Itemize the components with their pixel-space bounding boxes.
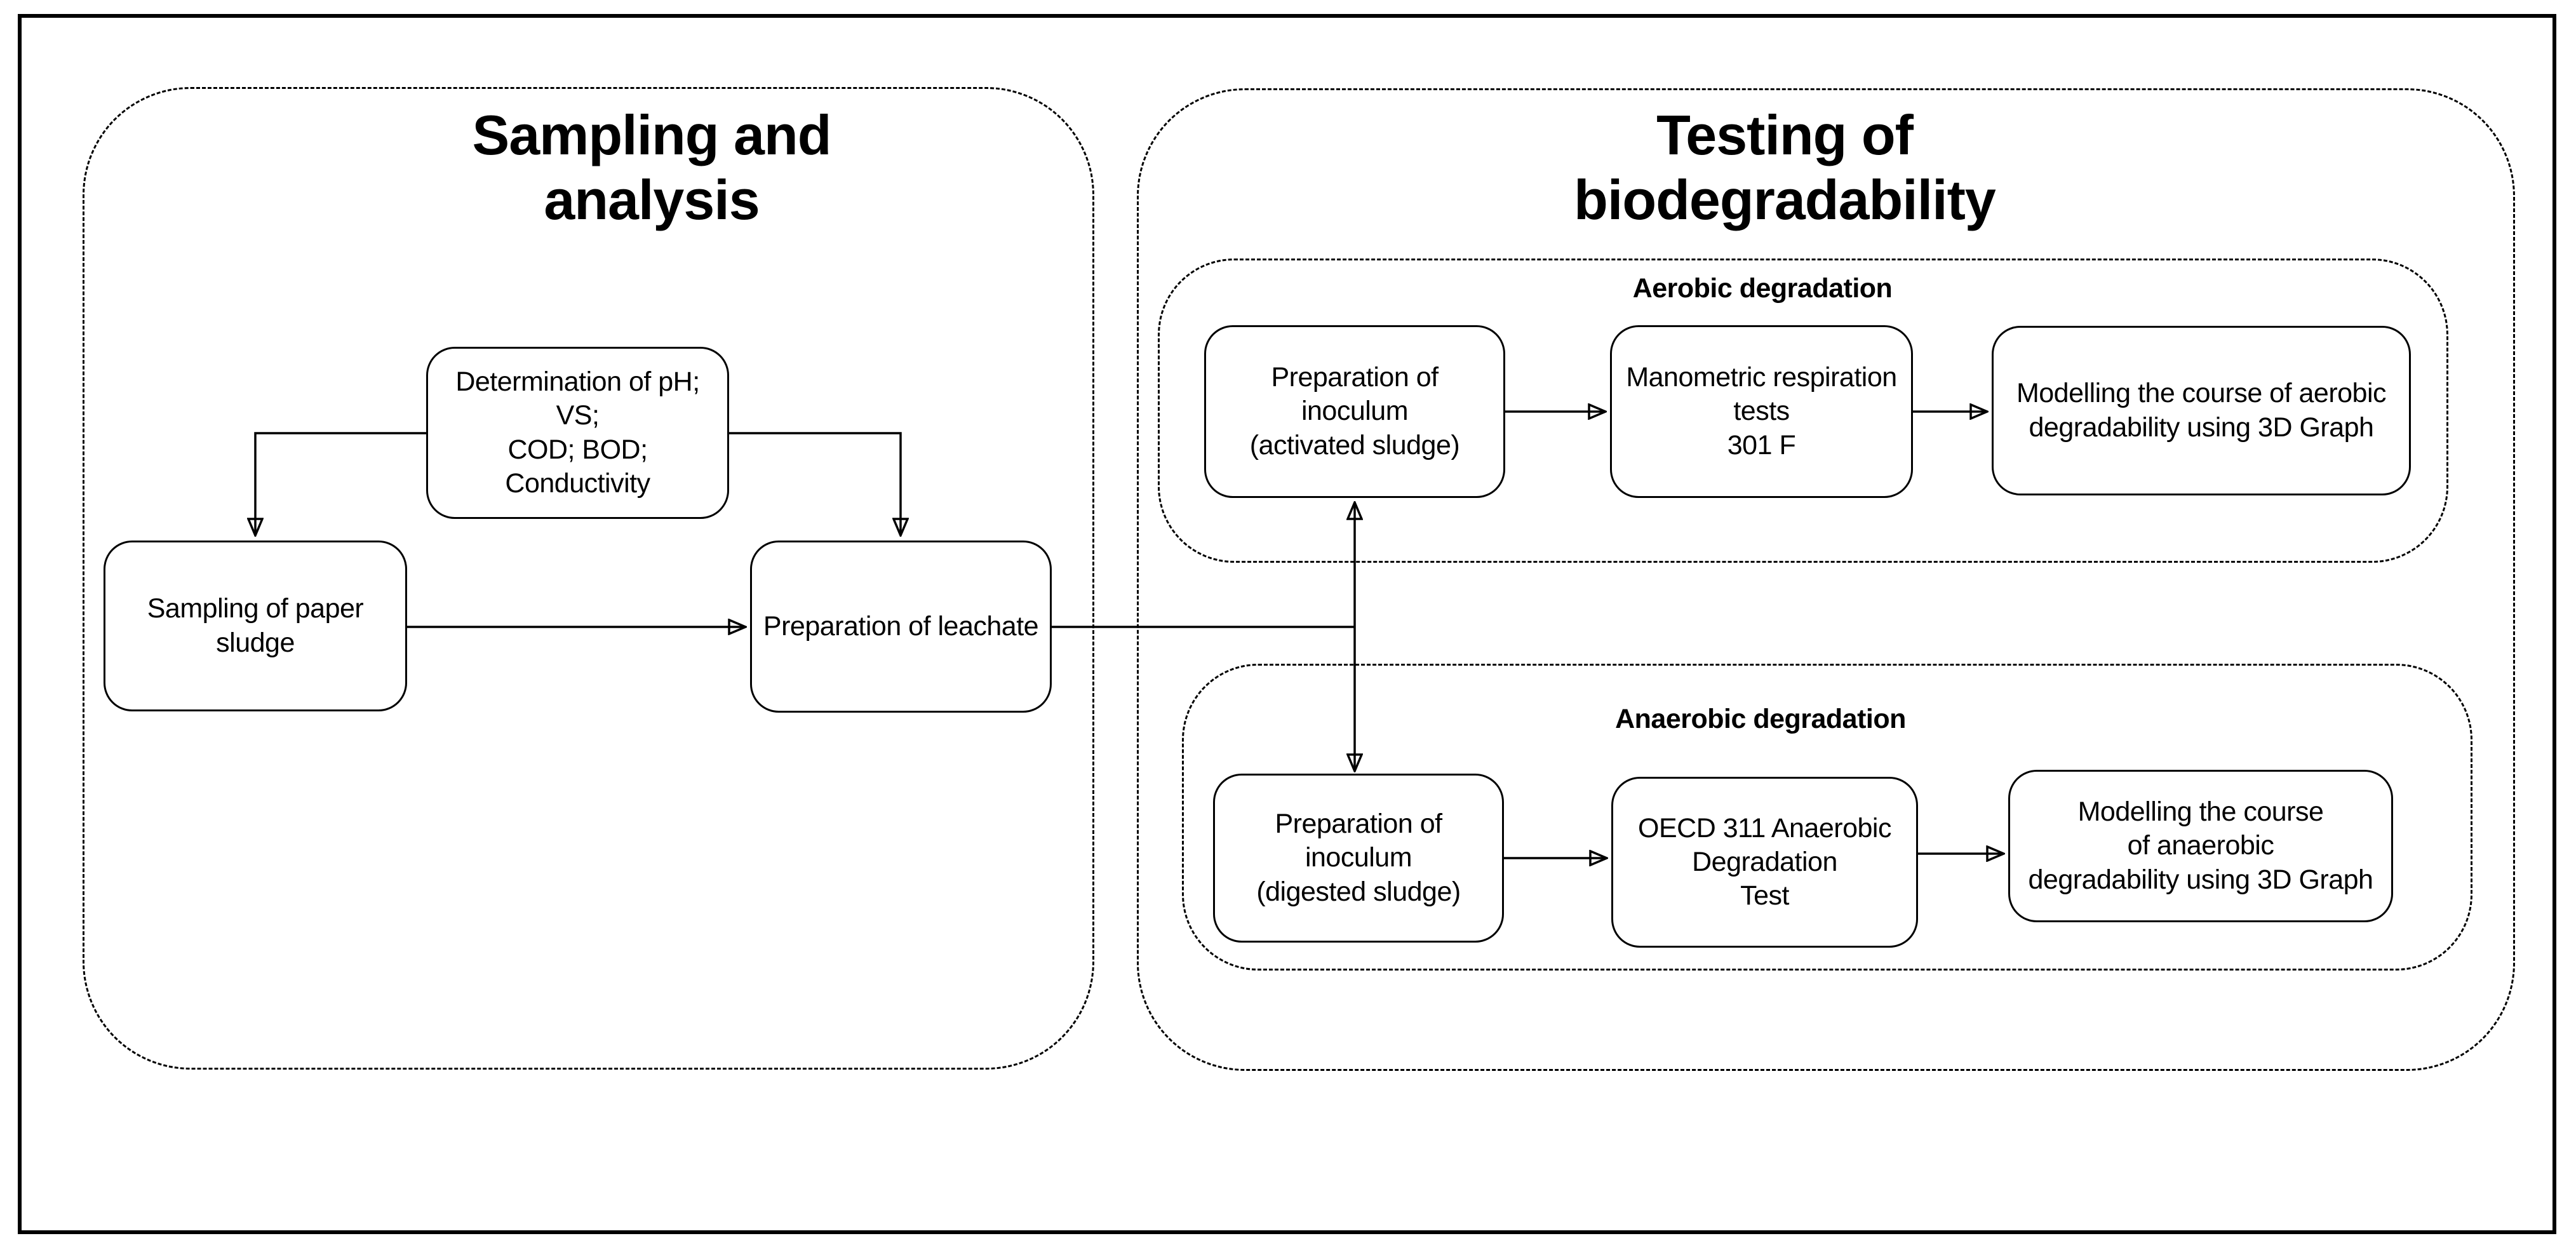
page-border-frame	[18, 14, 2556, 1234]
manometric-respiration-box: Manometric respiration tests 301 F	[1610, 325, 1913, 498]
leachate-preparation-box: Preparation of leachate	[750, 541, 1052, 713]
aerobic-degradation-label: Aerobic degradation	[1632, 273, 1893, 304]
anaerobic-degradation-subsection	[1182, 664, 2472, 971]
anaerobic-inoculum-box: Preparation of inoculum (digested sludge…	[1213, 774, 1504, 943]
anaerobic-degradation-label: Anaerobic degradation	[1615, 704, 1906, 734]
paper-sludge-sampling-box: Sampling of paper sludge	[104, 541, 407, 711]
aerobic-inoculum-box: Preparation of inoculum (activated sludg…	[1204, 325, 1505, 498]
sampling-analysis-section	[83, 87, 1094, 1070]
anaerobic-modelling-box: Modelling the course of anaerobic degrad…	[2008, 770, 2393, 922]
oecd-311-test-box: OECD 311 Anaerobic Degradation Test	[1611, 777, 1918, 948]
aerobic-modelling-box: Modelling the course of aerobic degradab…	[1992, 326, 2411, 495]
aerobic-degradation-subsection	[1158, 259, 2448, 563]
sampling-analysis-title: Sampling and analysis	[472, 104, 832, 232]
testing-biodegradability-title: Testing of biodegradability	[1574, 104, 1996, 232]
determination-box: Determination of pH; VS; COD; BOD; Condu…	[426, 347, 729, 519]
testing-biodegradability-section	[1137, 88, 2515, 1071]
